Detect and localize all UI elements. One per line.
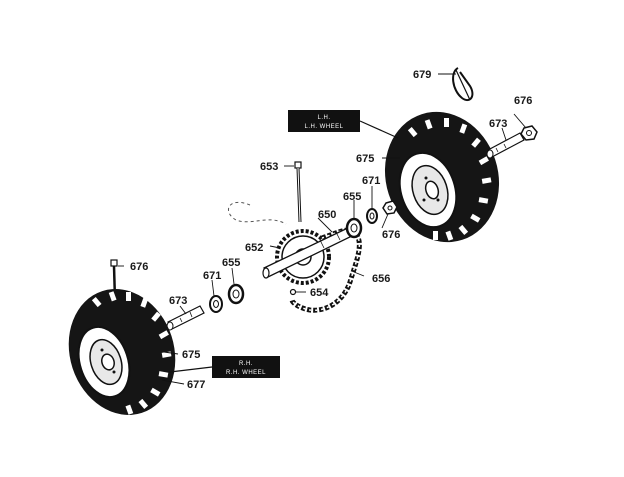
right-wheel: [384, 111, 500, 243]
label-652: 652: [245, 242, 263, 254]
callout-rh-line2: R.H. WHEEL: [226, 370, 266, 376]
mid-hex-nut: [382, 200, 398, 215]
label-676-mid-right: 676: [382, 229, 400, 241]
right-hex-nut: [520, 125, 538, 141]
label-673-right: 673: [489, 118, 507, 130]
label-653: 653: [260, 161, 278, 173]
hairpin-clip: [452, 67, 474, 102]
label-656: 656: [372, 273, 390, 285]
right-hub: [424, 180, 440, 200]
label-655-lower: 655: [222, 257, 240, 269]
dashed-reference-line: [227, 201, 287, 225]
lower-bearing: [227, 283, 245, 305]
label-671-lower: 671: [203, 270, 221, 282]
callout-lh-wheel: L.H. L.H. WHEEL: [288, 110, 399, 139]
lower-washer: [209, 295, 223, 313]
pin-654: [289, 288, 297, 296]
label-675-right: 675: [356, 153, 374, 165]
upper-washer: [366, 208, 378, 224]
callout-rh-wheel: R.H. R.H. WHEEL: [169, 356, 280, 378]
upper-bearing: [345, 217, 363, 239]
label-650: 650: [318, 209, 336, 221]
label-671-upper: 671: [362, 175, 380, 187]
label-676-upper-right: 676: [514, 95, 532, 107]
label-673-left: 673: [169, 295, 187, 307]
right-axle-pin: [486, 132, 525, 159]
leader-lines: [118, 73, 527, 385]
label-654: 654: [310, 287, 329, 299]
left-wheel: [68, 289, 176, 415]
left-tire-tread: [91, 291, 172, 415]
label-655-upper: 655: [343, 191, 361, 203]
label-677: 677: [187, 379, 205, 391]
label-676-left: 676: [130, 261, 148, 273]
callout-rh-line1: R.H.: [239, 361, 253, 367]
left-hub: [101, 353, 115, 371]
right-tire-tread: [407, 118, 492, 241]
bolt-653: [294, 161, 302, 223]
label-679: 679: [413, 69, 431, 81]
callout-lh-line1: L.H.: [317, 115, 330, 121]
callout-lh-line2: L.H. WHEEL: [304, 124, 343, 130]
left-axle-pin: [166, 305, 205, 331]
label-675-left: 675: [182, 349, 200, 361]
